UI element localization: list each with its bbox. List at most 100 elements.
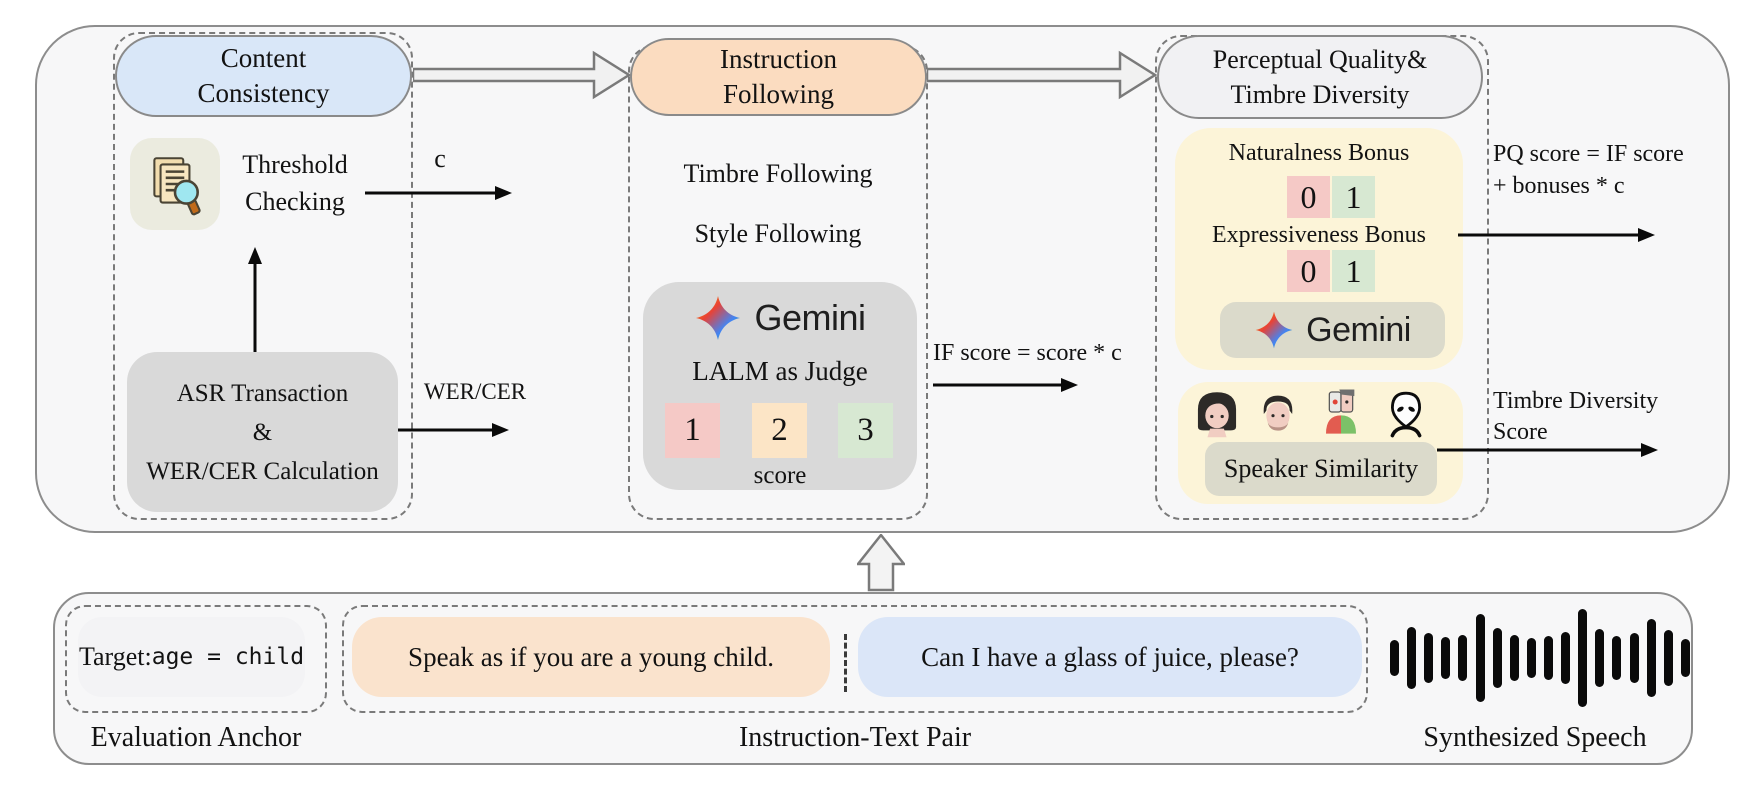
inputs-to-pipeline-up-arrow-icon bbox=[857, 534, 905, 592]
gemini-star-icon bbox=[1255, 311, 1293, 349]
if-score-arrow-icon bbox=[933, 378, 1078, 392]
gemini-wordmark: Gemini bbox=[1306, 310, 1411, 349]
cyborg-face-icon bbox=[1326, 389, 1356, 434]
waveform-bar bbox=[1595, 629, 1605, 687]
wer-cer-arrow-icon bbox=[398, 423, 509, 437]
naturalness-0-value: 0 bbox=[1300, 178, 1317, 215]
anchor-target-value: age = child bbox=[151, 644, 305, 670]
naturalness-bonus-0: 0 bbox=[1287, 176, 1330, 218]
evaluation-anchor-caption: Evaluation Anchor bbox=[90, 722, 302, 753]
score-value-1: 1 bbox=[684, 412, 701, 448]
instruction-box: Speak as if you are a young child. bbox=[352, 617, 830, 697]
stage1-title-line1: Content bbox=[220, 43, 307, 73]
score-value-3: 3 bbox=[857, 412, 874, 448]
alien-face-icon bbox=[1390, 391, 1422, 438]
waveform-bar bbox=[1407, 627, 1417, 689]
stage-pill-perceptual-quality: Perceptual Quality& Timbre Diversity bbox=[1157, 35, 1483, 119]
pq-formula-line2: + bonuses * c bbox=[1493, 173, 1625, 199]
asr-box-line1: ASR Transaction bbox=[176, 379, 349, 407]
pq-score-arrow-icon bbox=[1458, 228, 1655, 242]
threshold-label-line2: Checking bbox=[245, 187, 345, 216]
content-text-box: Can I have a glass of juice, please? bbox=[858, 617, 1362, 697]
stage3-title-line2: Timbre Diversity bbox=[1230, 80, 1410, 109]
waveform-bar bbox=[1578, 609, 1588, 707]
c-arrow-icon bbox=[365, 186, 512, 200]
expressiveness-bonus-0: 0 bbox=[1287, 250, 1330, 292]
instruction-text-pair-caption: Instruction-Text Pair bbox=[738, 722, 972, 753]
document-magnifier-icon bbox=[130, 138, 220, 230]
waveform-bar bbox=[1543, 636, 1553, 680]
score-square-3: 3 bbox=[838, 403, 893, 458]
score-square-1: 1 bbox=[665, 403, 720, 458]
timbre-output-line1: Timbre Diversity bbox=[1493, 388, 1659, 414]
stage1-to-stage2-arrow-icon bbox=[413, 50, 631, 100]
speaker-similarity-label: Speaker Similarity bbox=[1223, 454, 1419, 483]
pq-score-formula: PQ score = IF score + bonuses * c bbox=[1493, 138, 1748, 202]
gemini-wordmark: Gemini bbox=[754, 297, 866, 338]
waveform-bar bbox=[1390, 640, 1399, 676]
waveform-bar bbox=[1424, 633, 1434, 683]
stage3-title-line1: Perceptual Quality& bbox=[1212, 45, 1428, 74]
waveform bbox=[1390, 606, 1690, 710]
asr-box-line2: & bbox=[252, 418, 273, 446]
expressiveness-bonus-label: Expressiveness Bonus bbox=[1212, 222, 1426, 248]
c-arrow-label: c bbox=[434, 144, 446, 173]
gemini-star-icon bbox=[696, 296, 741, 340]
expressiveness-1-value: 1 bbox=[1345, 252, 1362, 289]
pair-divider bbox=[844, 634, 847, 692]
if-score-formula: IF score = score * c bbox=[933, 340, 1122, 366]
timbre-diversity-output: Timbre Diversity Score bbox=[1493, 386, 1743, 448]
stage-pill-content-consistency: Content Consistency bbox=[115, 35, 412, 117]
asr-to-threshold-arrow-icon bbox=[248, 247, 262, 354]
score-square-2: 2 bbox=[752, 403, 807, 458]
speaker-similarity-label-box: Speaker Similarity bbox=[1205, 442, 1437, 496]
timbre-output-line2: Score bbox=[1493, 419, 1548, 445]
waveform-bar bbox=[1458, 635, 1468, 681]
style-following-label: Style Following bbox=[694, 219, 862, 248]
score-caption: score bbox=[753, 462, 807, 489]
evaluation-anchor-box: Target: age = child bbox=[78, 617, 305, 697]
waveform-bar bbox=[1612, 636, 1622, 680]
expressiveness-bonus-1: 1 bbox=[1332, 250, 1375, 292]
threshold-label-line1: Threshold bbox=[242, 150, 348, 179]
waveform-bar bbox=[1526, 638, 1536, 678]
stage-pill-instruction-following: Instruction Following bbox=[630, 38, 927, 116]
naturalness-bonus-label: Naturalness Bonus bbox=[1228, 140, 1410, 166]
gemini-badge: Gemini bbox=[1220, 302, 1445, 358]
waveform-bar bbox=[1629, 633, 1639, 683]
score-value-2: 2 bbox=[771, 412, 788, 448]
naturalness-bonus-1: 1 bbox=[1332, 176, 1375, 218]
waveform-bar bbox=[1561, 632, 1571, 684]
evaluation-anchor-frame bbox=[65, 605, 327, 713]
waveform-bar bbox=[1492, 628, 1502, 688]
document-magnifier-glyph bbox=[153, 157, 201, 216]
man-face-icon bbox=[1263, 395, 1293, 431]
waveform-bar bbox=[1509, 635, 1519, 681]
lalm-as-judge-label: LALM as Judge bbox=[692, 356, 868, 386]
waveform-bar bbox=[1441, 637, 1451, 679]
asr-box-line3: WER/CER Calculation bbox=[146, 457, 379, 485]
waveform-bar bbox=[1475, 614, 1485, 702]
naturalness-1-value: 1 bbox=[1345, 178, 1362, 215]
waveform-bar bbox=[1663, 630, 1673, 686]
gemini-logo-row: Gemini bbox=[643, 292, 917, 344]
stage2-title-line1: Instruction bbox=[720, 44, 837, 74]
content-consistency-column bbox=[113, 32, 413, 520]
anchor-target-prefix: Target: bbox=[78, 642, 152, 671]
woman-face-icon bbox=[1197, 392, 1237, 438]
timbre-diversity-arrow-icon bbox=[1437, 443, 1658, 457]
threshold-checking-label: Threshold Checking bbox=[222, 146, 368, 220]
instruction-text-pair-frame bbox=[342, 605, 1368, 713]
expressiveness-0-value: 0 bbox=[1300, 252, 1317, 289]
pq-formula-line1: PQ score = IF score bbox=[1493, 141, 1684, 167]
waveform-bar bbox=[1646, 619, 1656, 697]
stage2-title-line2: Following bbox=[722, 79, 835, 109]
stage1-title-line2: Consistency bbox=[197, 78, 330, 108]
instruction-text: Speak as if you are a young child. bbox=[408, 641, 774, 672]
timbre-following-label: Timbre Following bbox=[683, 159, 873, 188]
synthesized-speech-caption: Synthesized Speech bbox=[1423, 722, 1647, 753]
waveform-bar bbox=[1680, 639, 1690, 677]
asr-wer-box: ASR Transaction & WER/CER Calculation bbox=[127, 352, 398, 512]
stage2-to-stage3-arrow-icon bbox=[927, 50, 1157, 100]
